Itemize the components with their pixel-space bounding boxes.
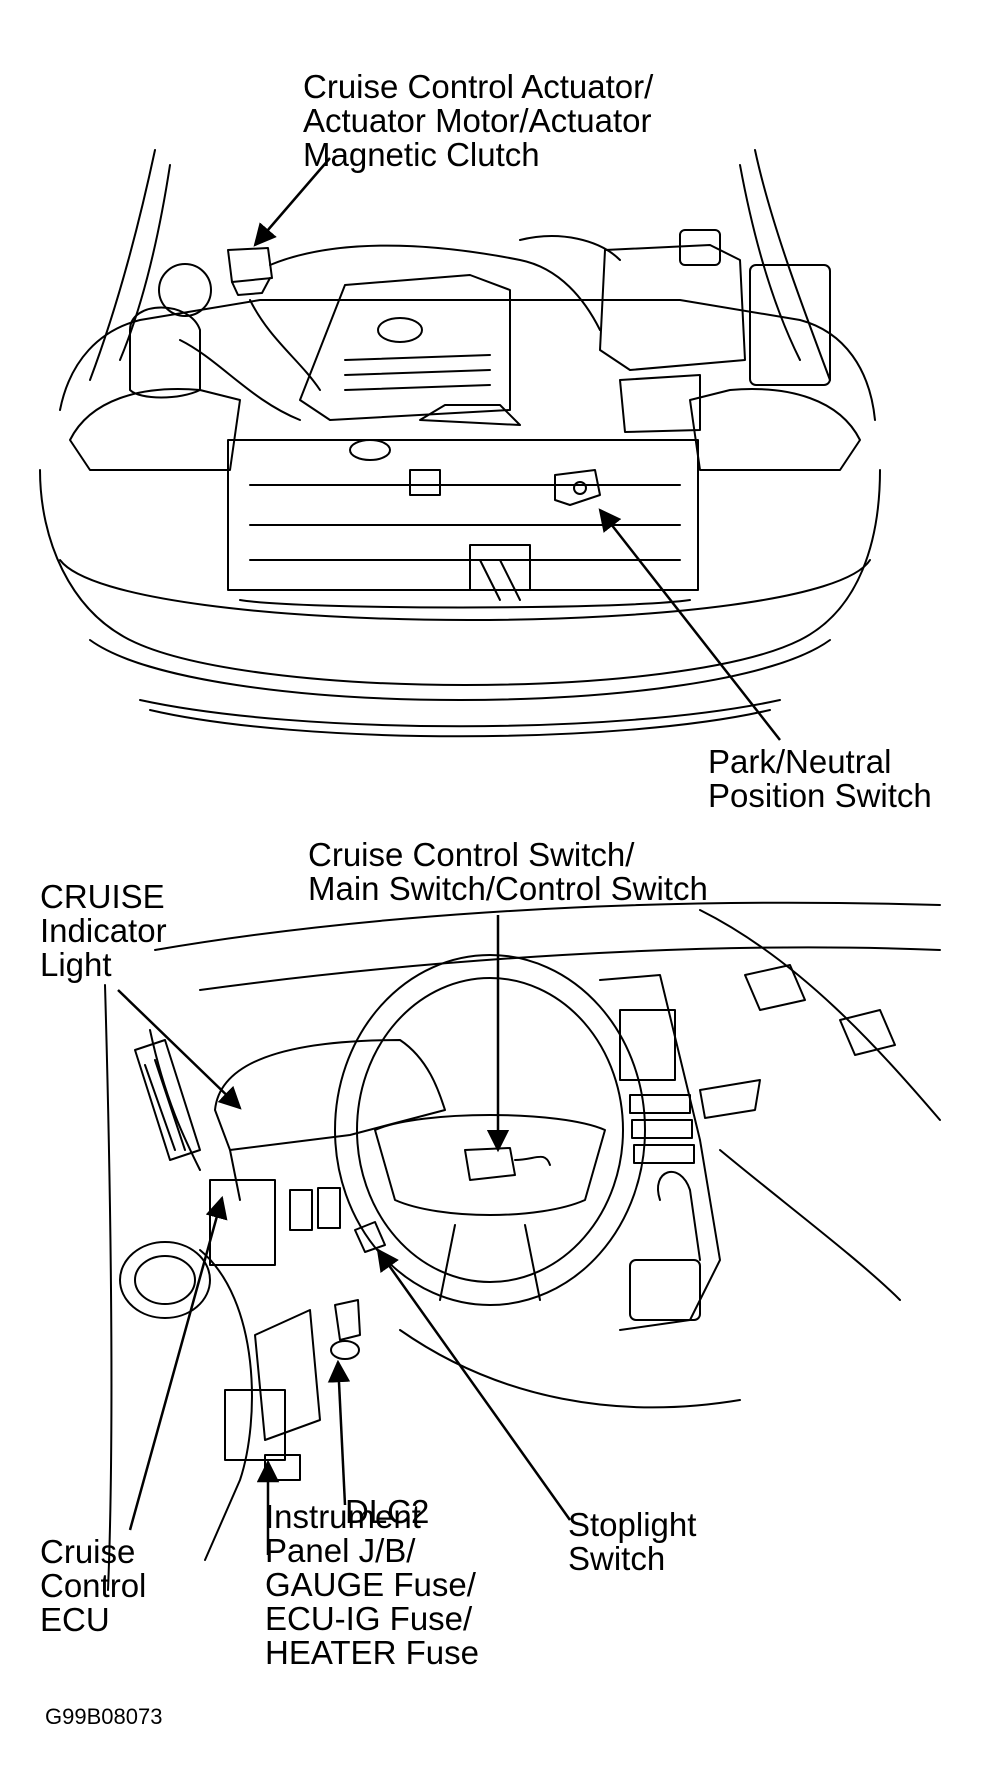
actuator-leader	[253, 157, 331, 247]
control-switch-label-line-1: Cruise Control Switch/	[308, 836, 635, 873]
cabin-leader-lines	[117, 915, 572, 1555]
dlc2-label-line-1: DLC2	[345, 1493, 430, 1530]
stoplight-label-line-1: Stoplight	[568, 1506, 697, 1543]
dlc2-leader	[327, 1359, 351, 1506]
dashboard-illustration	[104, 901, 941, 1591]
park-neutral-leader	[598, 508, 781, 741]
cruise-control-switch-label: Cruise Control Switch/Main Switch/Contro…	[308, 838, 708, 906]
ecu-label-line-2: Control	[40, 1567, 147, 1604]
jb-label-line-2: Panel J/B/	[265, 1532, 416, 1569]
stoplight-leader	[376, 1248, 572, 1521]
actuator-label-line-3: Magnetic Clutch	[303, 136, 540, 173]
dlc2-label: DLC2	[345, 1495, 429, 1529]
indicator-label-line-3: Light	[40, 946, 112, 983]
park-neutral-label-line-2: Position Switch	[708, 777, 932, 814]
park-neutral-label-line-1: Park/Neutral	[708, 743, 892, 780]
jb-label-line-3: GAUGE Fuse/	[265, 1566, 476, 1603]
engine-bay-illustration	[39, 149, 881, 738]
ecu-label-line-3: ECU	[40, 1601, 110, 1638]
control-switch-label-line-2: Main Switch/Control Switch	[308, 870, 708, 907]
ecu-label-line-1: Cruise	[40, 1533, 136, 1570]
indicator-label-line-1: CRUISE	[40, 878, 165, 915]
figure-code: G99B08073	[45, 1704, 163, 1729]
jb-label-line-5: HEATER Fuse	[265, 1634, 479, 1671]
ecu-leader	[128, 1195, 228, 1531]
actuator-label-line-2: Actuator Motor/Actuator	[303, 102, 652, 139]
indicator-leader	[117, 989, 242, 1110]
jb-label-line-1: Instrument	[265, 1498, 421, 1535]
actuator-label-line-1: Cruise Control Actuator/	[303, 68, 654, 105]
actuator-label: Cruise Control Actuator/Actuator Motor/A…	[303, 70, 653, 172]
stoplight-label-line-2: Switch	[568, 1540, 666, 1577]
jb-label-line-4: ECU-IG Fuse/	[265, 1600, 473, 1637]
indicator-label-line-2: Indicator	[40, 912, 167, 949]
engine-leader-lines	[253, 157, 781, 741]
